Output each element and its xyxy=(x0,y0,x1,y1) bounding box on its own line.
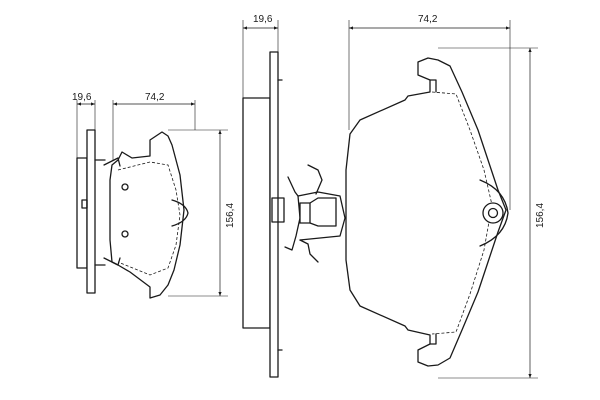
small-width-label: 74,2 xyxy=(145,92,165,103)
small-front-view xyxy=(103,131,189,299)
small-view-dimensions: 19,6 74,2 156,4 xyxy=(72,92,236,297)
small-thickness-label: 19,6 xyxy=(72,92,92,103)
large-front-view xyxy=(345,57,509,367)
large-view-dimensions: 19,6 74,2 156,4 xyxy=(242,14,546,379)
large-width-label: 74,2 xyxy=(418,14,438,25)
small-height-label: 156,4 xyxy=(225,203,236,228)
large-height-label: 156,4 xyxy=(535,203,546,228)
wear-clip xyxy=(284,164,346,263)
small-side-view xyxy=(76,129,106,294)
large-thickness-label: 19,6 xyxy=(253,14,273,25)
large-side-view xyxy=(242,51,285,378)
